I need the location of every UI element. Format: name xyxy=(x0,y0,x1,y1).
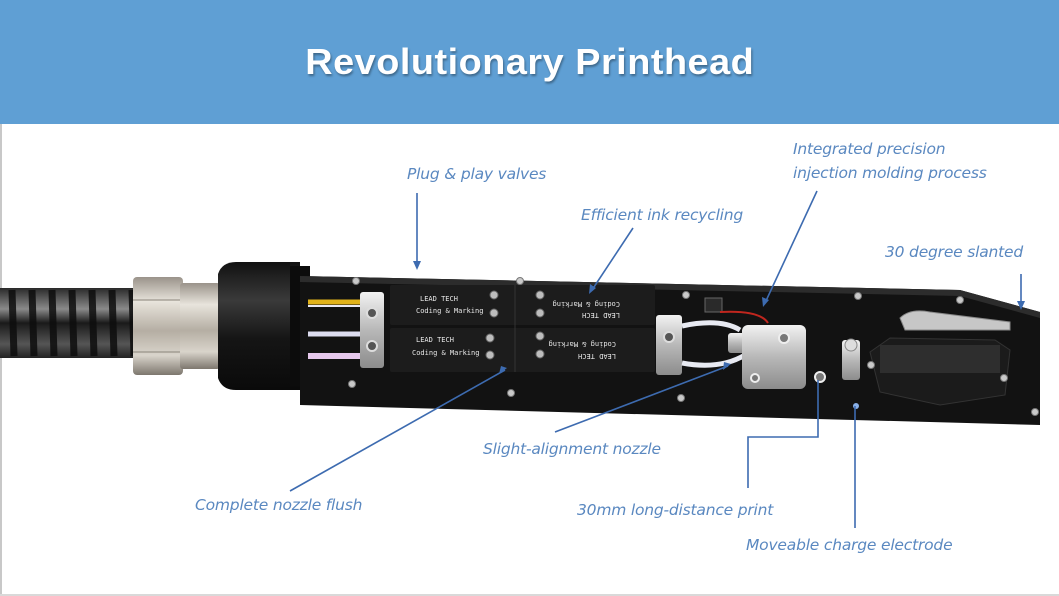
bottom-divider xyxy=(0,594,1059,596)
svg-text:LEAD TECH: LEAD TECH xyxy=(420,295,458,303)
svg-text:Coding & Marking: Coding & Marking xyxy=(553,300,620,308)
title-bar: Revolutionary Printhead xyxy=(0,0,1059,124)
callout-moveable-charge-electrode: Moveable charge electrode xyxy=(746,536,953,554)
callout-integrated-precision-line2: injection molding process xyxy=(793,164,987,182)
callout-complete-nozzle-flush: Complete nozzle flush xyxy=(195,496,363,514)
svg-text:LEAD TECH: LEAD TECH xyxy=(578,352,616,360)
end-cap xyxy=(218,262,300,390)
leader-lines xyxy=(289,190,1022,528)
slide-title: Revolutionary Printhead xyxy=(305,41,754,82)
valve-block xyxy=(390,285,655,372)
svg-text:Coding & Marking: Coding & Marking xyxy=(549,340,616,348)
svg-text:LEAD TECH: LEAD TECH xyxy=(582,311,620,319)
callout-integrated-precision-line1: Integrated precision xyxy=(793,140,946,158)
callout-30-degree-slanted: 30 degree slanted xyxy=(885,243,1023,261)
callout-efficient-ink-recycling: Efficient ink recycling xyxy=(581,206,744,224)
svg-text:Coding & Marking: Coding & Marking xyxy=(412,349,479,357)
fitting-collar xyxy=(180,283,220,369)
svg-text:Coding & Marking: Coding & Marking xyxy=(416,307,483,315)
hex-nut xyxy=(133,277,183,375)
callout-30mm-long-distance-print: 30mm long-distance print xyxy=(577,501,774,519)
svg-text:LEAD TECH: LEAD TECH xyxy=(416,336,454,344)
nozzle-bracket xyxy=(742,325,806,389)
callout-plug-play-valves: Plug & play valves xyxy=(407,165,547,183)
callout-slight-alignment-nozzle: Slight-alignment nozzle xyxy=(483,440,661,458)
conduit-hose xyxy=(0,288,140,358)
